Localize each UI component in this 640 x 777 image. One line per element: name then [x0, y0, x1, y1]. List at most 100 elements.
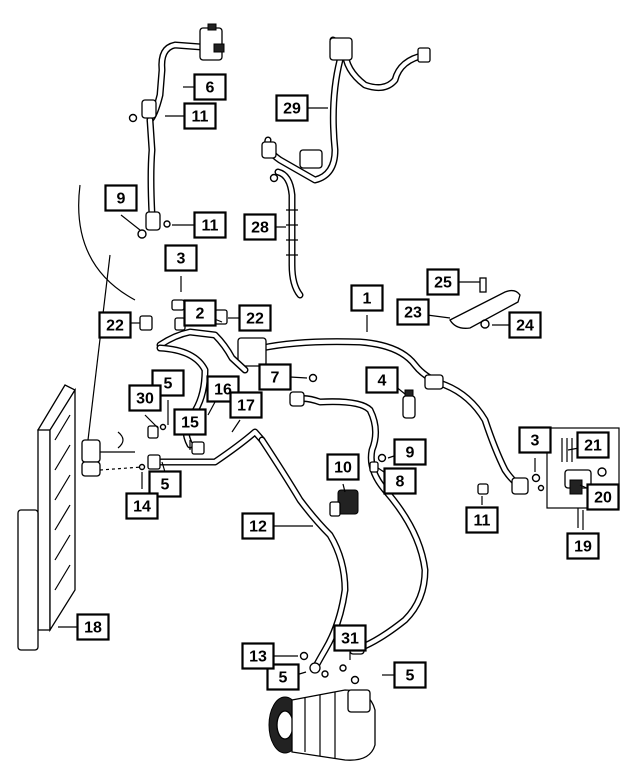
- callout-box[interactable]: [508, 311, 542, 339]
- callout-box[interactable]: [173, 408, 207, 436]
- callout-23[interactable]: 23: [396, 298, 430, 326]
- callout-1[interactable]: 1: [350, 284, 384, 312]
- callout-2[interactable]: 2: [183, 299, 217, 327]
- callout-box[interactable]: [241, 512, 275, 540]
- callout-14[interactable]: 14: [125, 492, 159, 520]
- callout-box[interactable]: [333, 624, 367, 652]
- callout-box[interactable]: [350, 284, 384, 312]
- leader-line-7: [289, 376, 308, 379]
- condenser-pointer-line: [87, 254, 111, 441]
- callout-11[interactable]: 11: [193, 211, 227, 239]
- callout-box[interactable]: [465, 506, 499, 534]
- callout-number: 6: [206, 80, 215, 97]
- callout-18[interactable]: 18: [76, 613, 110, 641]
- callout-22[interactable]: 22: [98, 311, 132, 339]
- callout-number: 12: [249, 519, 267, 536]
- callout-box[interactable]: [383, 467, 417, 495]
- callout-9[interactable]: 9: [104, 184, 138, 212]
- part-7-oring: [308, 373, 318, 383]
- callout-3[interactable]: 3: [518, 426, 552, 454]
- callout-box[interactable]: [258, 363, 292, 391]
- callout-12[interactable]: 12: [241, 512, 275, 540]
- callout-28[interactable]: 28: [243, 213, 277, 241]
- callout-box[interactable]: [183, 299, 217, 327]
- callout-box[interactable]: [393, 438, 427, 466]
- callout-number: 23: [404, 305, 422, 322]
- callout-box[interactable]: [148, 470, 182, 498]
- callout-box[interactable]: [365, 366, 399, 394]
- part-4-valve: [402, 389, 416, 419]
- line-assembly-28: [274, 168, 304, 299]
- callout-box[interactable]: [104, 184, 138, 212]
- callout-box[interactable]: [128, 384, 162, 412]
- callout-box[interactable]: [426, 268, 460, 296]
- callout-29[interactable]: 29: [275, 94, 309, 122]
- callout-30[interactable]: 30: [128, 384, 162, 412]
- callout-19[interactable]: 19: [566, 532, 600, 560]
- callout-number: 21: [584, 438, 602, 455]
- callout-number: 10: [334, 460, 352, 477]
- callout-17[interactable]: 17: [229, 391, 263, 419]
- callout-box[interactable]: [576, 431, 610, 459]
- callout-7[interactable]: 7: [258, 363, 292, 391]
- callout-number: 4: [378, 373, 387, 390]
- callout-number: 13: [249, 649, 267, 666]
- callout-15[interactable]: 15: [173, 408, 207, 436]
- callout-22[interactable]: 22: [238, 304, 272, 332]
- callout-8[interactable]: 8: [383, 467, 417, 495]
- pipe-artwork: [17, 23, 620, 761]
- callout-3[interactable]: 3: [164, 244, 198, 272]
- callout-box[interactable]: [326, 453, 360, 481]
- line-assembly-6: [128, 23, 225, 239]
- callout-31[interactable]: 31: [333, 624, 367, 652]
- callout-box[interactable]: [76, 613, 110, 641]
- callout-13[interactable]: 13: [241, 642, 275, 670]
- callout-number: 30: [136, 391, 154, 408]
- callout-6[interactable]: 6: [193, 73, 227, 101]
- callout-11[interactable]: 11: [183, 102, 217, 130]
- callout-number: 31: [341, 631, 359, 648]
- callout-number: 24: [516, 318, 534, 335]
- callout-box[interactable]: [518, 426, 552, 454]
- callout-box[interactable]: [193, 211, 227, 239]
- callout-number: 25: [434, 275, 452, 292]
- callout-number: 5: [161, 477, 170, 494]
- callout-21[interactable]: 21: [576, 431, 610, 459]
- callout-box[interactable]: [241, 642, 275, 670]
- callout-box[interactable]: [98, 311, 132, 339]
- part-10-switch: [329, 489, 359, 517]
- callout-4[interactable]: 4: [365, 366, 399, 394]
- callout-box[interactable]: [393, 661, 427, 689]
- callout-number: 22: [246, 311, 264, 328]
- callout-24[interactable]: 24: [508, 311, 542, 339]
- callout-box[interactable]: [396, 298, 430, 326]
- callout-box[interactable]: [566, 532, 600, 560]
- callout-box[interactable]: [183, 102, 217, 130]
- callout-number: 9: [117, 191, 126, 208]
- callout-25[interactable]: 25: [426, 268, 460, 296]
- callout-9[interactable]: 9: [393, 438, 427, 466]
- line-assembly-2: [139, 299, 249, 374]
- callout-5[interactable]: 5: [148, 470, 182, 498]
- leader-line-30: [144, 414, 159, 429]
- callout-box[interactable]: [238, 304, 272, 332]
- callout-number: 11: [474, 513, 491, 530]
- callout-number: 22: [106, 318, 124, 335]
- callout-number: 8: [396, 474, 405, 491]
- callout-box[interactable]: [193, 73, 227, 101]
- callout-10[interactable]: 10: [326, 453, 360, 481]
- callout-5[interactable]: 5: [393, 661, 427, 689]
- callout-5[interactable]: 5: [151, 369, 185, 397]
- callout-number: 14: [133, 499, 151, 516]
- callout-box[interactable]: [125, 492, 159, 520]
- line-assembly-29: [261, 36, 431, 184]
- callout-box[interactable]: [243, 213, 277, 241]
- callout-box[interactable]: [586, 483, 620, 511]
- callout-11[interactable]: 11: [465, 506, 499, 534]
- callout-box[interactable]: [229, 391, 263, 419]
- callout-20[interactable]: 20: [586, 483, 620, 511]
- callout-box[interactable]: [164, 244, 198, 272]
- callout-box[interactable]: [275, 94, 309, 122]
